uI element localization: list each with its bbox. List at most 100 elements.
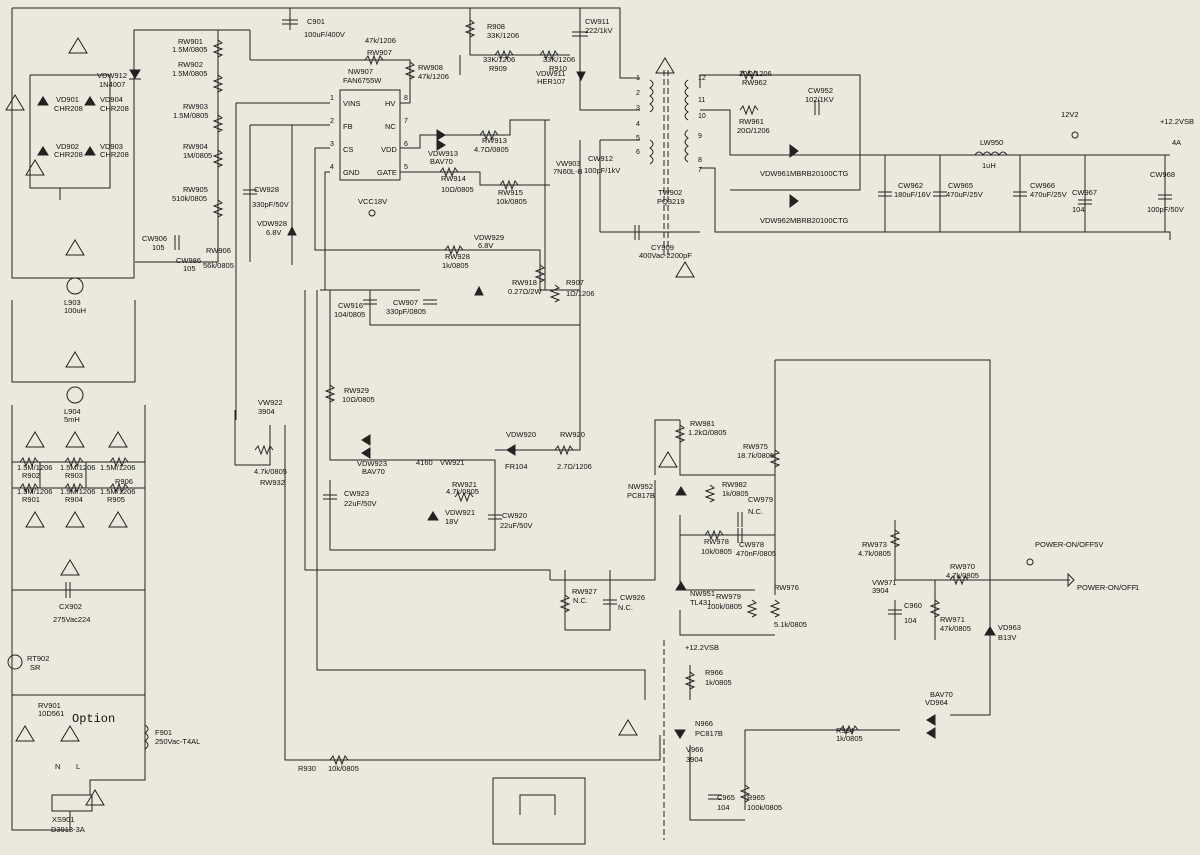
label-vd901: VD901 bbox=[56, 95, 79, 104]
label-r907v: 1Ω/1206 bbox=[566, 289, 595, 298]
label-rw905: RW905 bbox=[183, 185, 208, 194]
label-vdw929: VDW929 bbox=[474, 233, 504, 242]
component-labels: C901100uF/400VR90833K/1206CW911222/1kV47… bbox=[17, 17, 1194, 834]
label-rw971v: 47k/0805 bbox=[940, 624, 971, 633]
label-n12vsb: +12.2VSB bbox=[1160, 117, 1194, 126]
label-r901: R901 bbox=[22, 495, 40, 504]
label-vdw912v: 1N4007 bbox=[99, 80, 125, 89]
label-vdw911v: HER107 bbox=[537, 77, 565, 86]
label-r966v: 1k/0805 bbox=[705, 678, 732, 687]
label-rw961v: 20Ω/1206 bbox=[737, 126, 770, 135]
label-vdw920: VDW920 bbox=[506, 430, 536, 439]
label-r902v: 1.5M/1206 bbox=[17, 463, 52, 472]
label-r907: R907 bbox=[566, 278, 584, 287]
label-n966v: PC817B bbox=[695, 729, 723, 738]
label-cw986v: 105 bbox=[183, 264, 196, 273]
label-cw907v: 330pF/0805 bbox=[386, 307, 426, 316]
label-rt902v: SR bbox=[30, 663, 41, 672]
label-rw979: RW979 bbox=[716, 592, 741, 601]
label-rw908: RW908 bbox=[418, 63, 443, 72]
tw-pin-1: 1 bbox=[636, 75, 640, 82]
label-cw912v: 100pF/1kV bbox=[584, 166, 620, 175]
ic-pin-l2: FB bbox=[343, 122, 353, 131]
label-rw907: RW907 bbox=[367, 48, 392, 57]
ic-pin-r7: NC bbox=[385, 122, 396, 131]
label-rt902: RT902 bbox=[27, 654, 49, 663]
label-r904: R904 bbox=[65, 495, 83, 504]
tw-ref: TW902 bbox=[658, 188, 682, 197]
label-rw932: RW932 bbox=[260, 478, 285, 487]
tw-pin-5: 5 bbox=[636, 135, 640, 142]
capacitors bbox=[65, 19, 1172, 800]
label-cw968: CW968 bbox=[1150, 170, 1175, 179]
label-rw973v: 4.7k/0805 bbox=[858, 549, 891, 558]
label-r930: R930 bbox=[298, 764, 316, 773]
label-v966: V966 bbox=[686, 745, 704, 754]
label-rw932v: 4.7k/0805 bbox=[254, 467, 287, 476]
label-cw920: CW920 bbox=[502, 511, 527, 520]
label-cw926: CW926 bbox=[620, 593, 645, 602]
label-cw962: CW962 bbox=[898, 181, 923, 190]
label-rw915v: 10k/0805 bbox=[496, 197, 527, 206]
label-rw928: RW928 bbox=[445, 252, 470, 261]
label-rw962: RW962 bbox=[742, 78, 767, 87]
label-option: Option bbox=[72, 712, 115, 726]
label-cw966v: 470uF/25V bbox=[1030, 190, 1067, 199]
label-rw901v: 1.5M/0805 bbox=[172, 45, 207, 54]
label-rw981v: 1.2kΩ/0805 bbox=[688, 428, 727, 437]
label-vdw929v: 6.8V bbox=[478, 241, 493, 250]
label-rw971: RW971 bbox=[940, 615, 965, 624]
label-cw978: CW978 bbox=[739, 540, 764, 549]
label-rw978: RW978 bbox=[704, 537, 729, 546]
transformer-coils bbox=[649, 70, 689, 840]
tw-pin-7: 7 bbox=[698, 167, 702, 174]
label-r901v: 1.5M/1206 bbox=[17, 487, 52, 496]
ic-pin-n6: 6 bbox=[404, 141, 408, 148]
ic-pin-n2: 2 bbox=[330, 118, 334, 125]
tw-part: PQ3219 bbox=[657, 197, 685, 206]
label-rw979v: 100k/0805 bbox=[707, 602, 742, 611]
label-cw911: CW911 bbox=[585, 17, 609, 26]
label-rw929: RW929 bbox=[344, 386, 369, 395]
label-l903v: 100uH bbox=[64, 306, 86, 315]
label-vdw961: VDW961 bbox=[760, 169, 790, 178]
label-r908: R908 bbox=[487, 22, 505, 31]
label-r964v: 1k/0805 bbox=[836, 734, 863, 743]
label-rw975: RW975 bbox=[743, 442, 768, 451]
tw-pin-3: 3 bbox=[636, 105, 640, 112]
label-rw918: RW918 bbox=[512, 278, 537, 287]
label-vd903v: CHR208 bbox=[100, 150, 129, 159]
label-vdw923: VDW923 bbox=[357, 459, 387, 468]
label-vdw921v: 18V bbox=[445, 517, 458, 526]
label-cy909v: 400Vac-2200pF bbox=[639, 251, 692, 260]
label-rw918v: 0.27Ω/2W bbox=[508, 287, 542, 296]
label-rw970v: 4.7k/0805 bbox=[946, 571, 979, 580]
label-c960v: 104 bbox=[904, 616, 917, 625]
label-cx902: CX902 bbox=[59, 602, 82, 611]
label-r903v: 1.5M/1206 bbox=[60, 463, 95, 472]
label-vdw928: VDW928 bbox=[257, 219, 287, 228]
label-vdw912: VDW912 bbox=[97, 71, 127, 80]
symbols bbox=[5, 19, 1172, 845]
label-rw928v: 1k/0805 bbox=[442, 261, 469, 270]
label-v966v: 3904 bbox=[686, 755, 703, 764]
ic-body bbox=[339, 89, 401, 181]
label-r905v: 1.5M/1206 bbox=[100, 487, 135, 496]
label-cw923: CW923 bbox=[344, 489, 369, 498]
label-rw913v: 4.7Ω/0805 bbox=[474, 145, 509, 154]
label-c901v: 100uF/400V bbox=[304, 30, 345, 39]
wires bbox=[11, 7, 1171, 831]
label-c965: C965 bbox=[717, 793, 735, 802]
test-point-vcc bbox=[368, 209, 376, 217]
ic-pin-n1: 1 bbox=[330, 95, 334, 102]
label-vdw913v: BAV70 bbox=[430, 157, 453, 166]
label-n4a: 4A bbox=[1172, 138, 1181, 147]
label-cw967: CW967 bbox=[1072, 188, 1097, 197]
label-r930v: 10k/0805 bbox=[328, 764, 359, 773]
label-cw928v: 330pF/50V bbox=[252, 200, 289, 209]
label-v4160: 4160 bbox=[416, 458, 433, 467]
label-rw905v: 510k/0805 bbox=[172, 194, 207, 203]
power-on-connector-arrow bbox=[1067, 572, 1075, 588]
label-vw922: VW922 bbox=[258, 398, 283, 407]
